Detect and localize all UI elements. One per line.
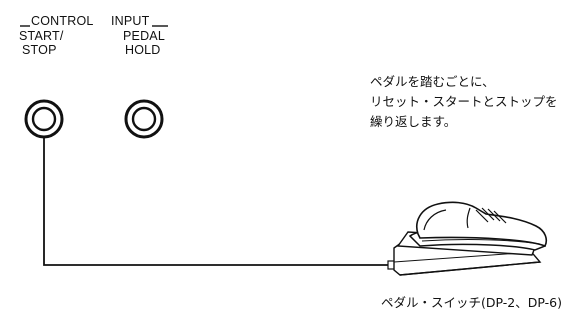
note-line: リセット・スタートとストップを: [370, 94, 558, 109]
foot-pedal-switch-icon[interactable]: [387, 201, 548, 276]
panel-header: CONTROL INPUT: [20, 14, 168, 28]
start-stop-label-line1: START/: [19, 29, 64, 43]
pedal-hold-label-line2: HOLD: [125, 43, 161, 57]
control-label: CONTROL: [31, 14, 94, 28]
input-label: INPUT: [111, 14, 150, 28]
note-line: 繰り返します。: [370, 114, 457, 129]
pedal-instruction-note: ペダルを踏むごとに、 リセット・スタートとストップを 繰り返します。: [370, 72, 580, 132]
jack-labels: START/ STOP PEDAL HOLD: [19, 29, 165, 57]
pedal-hold-label-line1: PEDAL: [123, 29, 165, 43]
note-line: ペダルを踏むごとに、: [370, 74, 495, 89]
start-stop-label-line2: STOP: [22, 43, 57, 57]
pedal-switch-caption: ペダル・スイッチ(DP-2、DP-6): [381, 295, 562, 310]
start-stop-jack-icon[interactable]: [24, 99, 64, 139]
pedal-hold-jack-icon[interactable]: [124, 99, 164, 139]
pedal-cable: [43, 137, 392, 266]
